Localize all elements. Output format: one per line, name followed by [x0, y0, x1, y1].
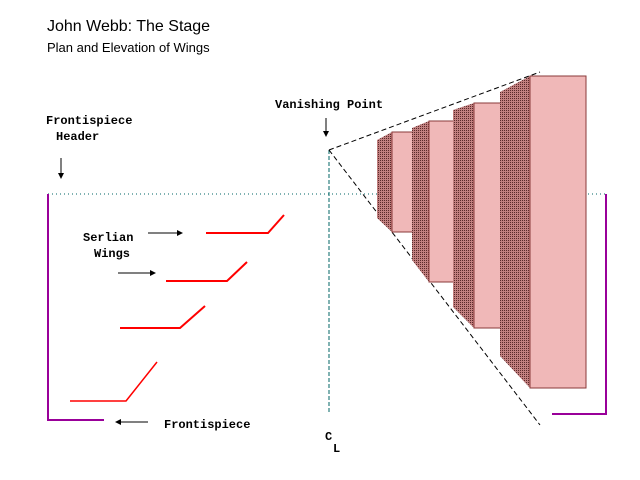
wing-elevation-4-face: [529, 75, 587, 389]
serlian-label-line2: Wings: [94, 247, 130, 261]
plan-outline-left: [47, 194, 104, 421]
wing-plan-4: [70, 361, 158, 402]
wing-elevation-4-side: [500, 76, 530, 388]
centerline-label-l: L: [333, 442, 340, 456]
wing-elevation-2-side: [412, 121, 429, 282]
wing-plan-2: [166, 261, 248, 282]
perspective-line-bottom: [328, 149, 541, 426]
wing-plan-1: [206, 214, 285, 234]
plan-outline-right: [552, 194, 607, 415]
frontispiece-header-label-line1: Frontispiece: [46, 114, 132, 128]
perspective-line-top: [328, 71, 541, 151]
centerline-label-c: C: [325, 430, 332, 444]
wing-elevation-1-face: [391, 131, 414, 233]
serlian-wings-plan: [70, 214, 285, 402]
diagram-subtitle: Plan and Elevation of Wings: [47, 40, 210, 55]
frontispiece-header-label-line2: Header: [56, 130, 99, 144]
diagram-title: John Webb: The Stage: [47, 18, 210, 35]
frontispiece-label: Frontispiece: [164, 418, 250, 432]
wing-plan-3: [120, 305, 206, 329]
serlian-label-line1: Serlian: [83, 231, 133, 245]
wing-elevation-3-side: [453, 103, 474, 328]
vanishing-point-label: Vanishing Point: [275, 98, 383, 112]
wings-elevation: [377, 75, 587, 389]
wing-elevation-1-side: [377, 132, 392, 232]
wing-elevation-3-face: [473, 102, 502, 329]
wing-elevation-2-face: [428, 120, 456, 283]
